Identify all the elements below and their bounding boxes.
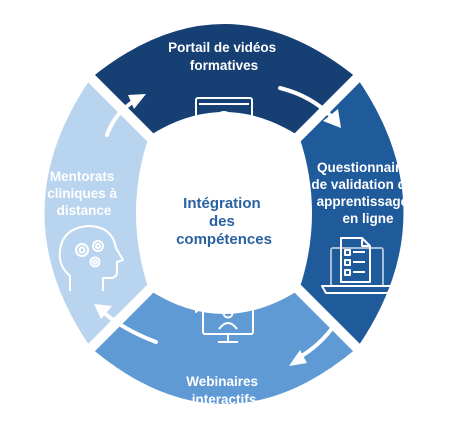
arrow-bottom-to-left [101, 310, 158, 344]
center-label: Intégration des compétences [176, 195, 272, 248]
segment-bottom [91, 290, 357, 404]
segment-bottom-label: Webinaires interactifs [186, 374, 262, 407]
segment-top [91, 24, 357, 136]
center-area [140, 116, 308, 310]
video-laptop-icon [185, 97, 263, 142]
head-gears-icon [58, 225, 124, 291]
segment-right-label: Questionnaires de validation des apprent… [311, 160, 424, 226]
video-call-monitor-icon [190, 292, 254, 343]
checklist-laptop-icon [321, 237, 393, 294]
segment-left-label: Mentorats cliniques à distance [47, 169, 121, 218]
segment-top-label: Portail de vidéos formatives [168, 40, 280, 73]
cycle-arrowheads [94, 94, 341, 366]
arrow-top-to-right [278, 86, 335, 120]
segment-right [299, 78, 404, 348]
